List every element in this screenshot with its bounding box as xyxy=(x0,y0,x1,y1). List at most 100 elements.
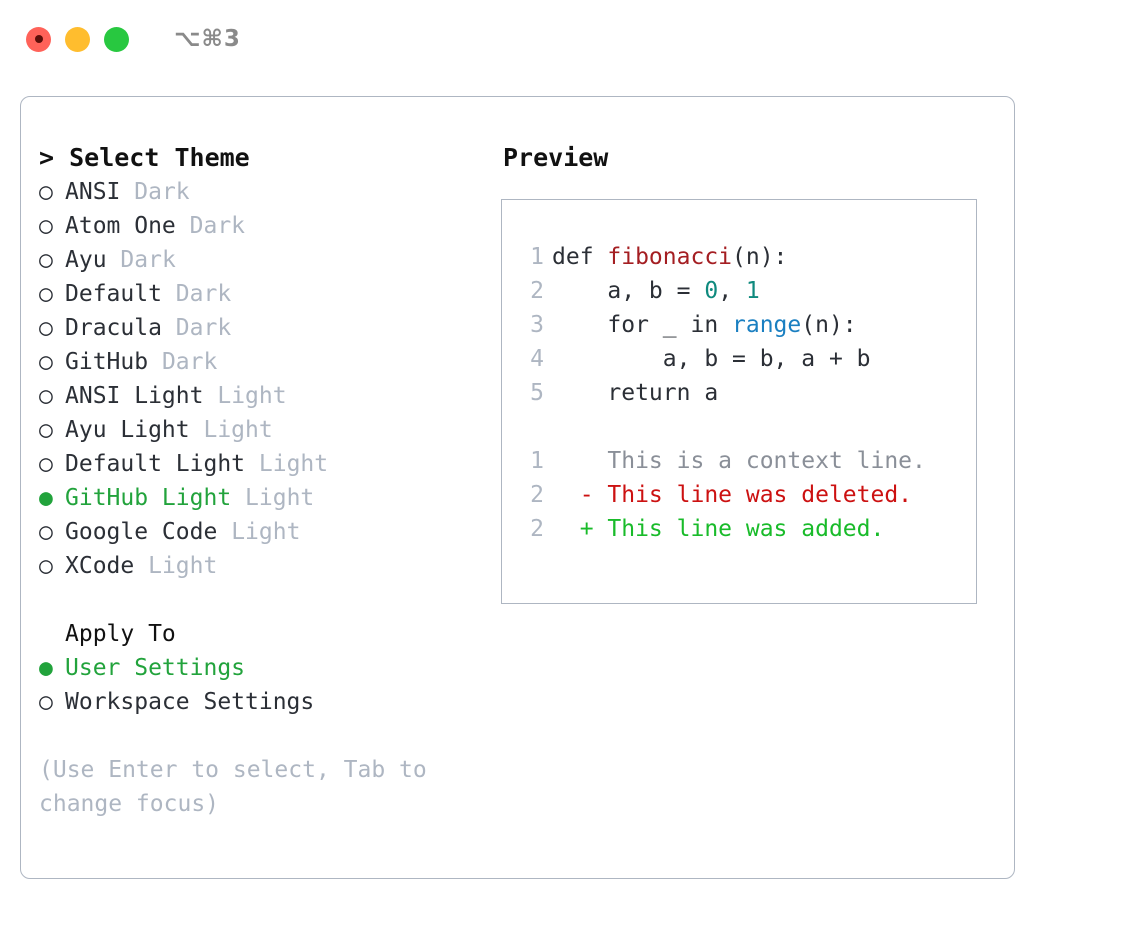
theme-name-label: GitHub Light xyxy=(65,485,232,511)
code-line: 1 def fibonacci(n): xyxy=(516,240,976,274)
line-number: 2 xyxy=(530,482,544,508)
code-token: range xyxy=(732,312,802,338)
theme-list-item[interactable]: ○ Default Dark xyxy=(39,277,501,311)
line-number: 2 xyxy=(530,278,544,304)
code-token: def xyxy=(552,244,608,270)
radio-unselected-icon: ○ xyxy=(39,417,53,443)
code-line: 3 for _ in range(n): xyxy=(516,308,976,342)
diff-marker xyxy=(552,448,607,474)
theme-list-item[interactable]: ● GitHub Light Light xyxy=(39,481,501,515)
keyboard-shortcut-label: ⌥⌘3 xyxy=(174,26,241,52)
theme-list-item[interactable]: ○ GitHub Dark xyxy=(39,345,501,379)
apply-to-label: User Settings xyxy=(65,655,246,681)
title-bar: ⌥⌘3 xyxy=(0,0,1140,78)
theme-variant-tag: Dark xyxy=(161,349,218,375)
theme-selector-panel: > Select Theme ○ANSI Dark○Atom One Dark○… xyxy=(20,96,1015,879)
diff-marker: + xyxy=(552,516,608,542)
theme-name-label: GitHub xyxy=(65,349,149,375)
line-number: 3 xyxy=(530,312,544,338)
apply-to-item[interactable]: ○ Workspace Settings xyxy=(39,685,501,719)
traffic-lights xyxy=(26,26,129,52)
diff-text: This line was deleted. xyxy=(607,482,913,508)
theme-list-header: > Select Theme xyxy=(39,143,250,172)
theme-name-label: Default xyxy=(65,281,162,307)
theme-list-column: > Select Theme ○ANSI Dark○Atom One Dark○… xyxy=(21,97,501,878)
theme-variant-tag: Light xyxy=(231,519,301,545)
preview-title: Preview xyxy=(503,143,609,172)
theme-list-item[interactable]: ○ Atom One Dark xyxy=(39,209,501,243)
theme-variant-tag: Light xyxy=(217,383,287,409)
minimize-button[interactable] xyxy=(65,26,90,52)
close-button[interactable] xyxy=(26,26,51,52)
code-token: 1 xyxy=(745,278,760,304)
radio-unselected-icon: ○ xyxy=(39,281,53,307)
zoom-button[interactable] xyxy=(104,26,129,52)
theme-list-item[interactable]: ○XCode Light xyxy=(39,549,501,583)
diff-marker: - xyxy=(552,482,608,508)
theme-variant-tag: Dark xyxy=(189,213,246,239)
code-token: (n): xyxy=(801,312,857,338)
code-token: a, b = xyxy=(552,278,705,304)
theme-list-item[interactable]: ○ANSI Dark xyxy=(39,175,501,209)
radio-unselected-icon: ○ xyxy=(39,179,53,205)
theme-list-item[interactable]: ○ Google Code Light xyxy=(39,515,501,549)
code-token: 0 xyxy=(704,278,719,304)
code-token: fibonacci xyxy=(607,244,733,270)
apply-to-item[interactable]: ●User Settings xyxy=(39,651,501,685)
radio-unselected-icon: ○ xyxy=(39,553,53,579)
code-line: 2 a, b = 0, 1 xyxy=(516,274,976,308)
theme-list-item[interactable]: ○ Dracula Dark xyxy=(39,311,501,345)
theme-name-label: Dracula xyxy=(65,315,162,341)
line-number: 5 xyxy=(530,380,544,406)
radio-unselected-icon: ○ xyxy=(39,451,53,477)
theme-name-label: Atom One xyxy=(65,213,176,239)
theme-name-label: Ayu xyxy=(65,247,107,273)
line-number: 4 xyxy=(530,346,544,372)
radio-unselected-icon: ○ xyxy=(39,383,53,409)
theme-name-label: ANSI Light xyxy=(65,383,204,409)
diff-text: This line was added. xyxy=(607,516,885,542)
theme-variant-tag: Light xyxy=(203,417,273,443)
theme-name-label: ANSI xyxy=(65,179,121,205)
theme-name-label: Google Code xyxy=(65,519,218,545)
radio-unselected-icon: ○ xyxy=(39,247,53,273)
theme-name-label: XCode xyxy=(65,553,135,579)
diff-text: This is a context line. xyxy=(607,448,926,474)
radio-unselected-icon: ○ xyxy=(39,519,53,545)
radio-unselected-icon: ○ xyxy=(39,689,53,715)
theme-variant-tag: Dark xyxy=(175,281,232,307)
code-token: for _ in xyxy=(552,312,733,338)
code-token: return a xyxy=(552,380,719,406)
theme-variant-tag: Light xyxy=(245,485,315,511)
spacer xyxy=(39,583,501,617)
theme-list: ○ANSI Dark○Atom One Dark○Ayu Dark○Defaul… xyxy=(39,175,501,583)
theme-list-item[interactable]: ○Default Light Light xyxy=(39,447,501,481)
theme-list-item[interactable]: ○ ANSI Light Light xyxy=(39,379,501,413)
apply-to-list: ●User Settings ○ Workspace Settings xyxy=(39,651,501,719)
code-line: 5 return a xyxy=(516,376,976,410)
radio-selected-icon: ● xyxy=(39,485,53,511)
theme-variant-tag: Light xyxy=(258,451,329,477)
line-number: 2 xyxy=(530,516,544,542)
code-token: a, b = b, a + b xyxy=(552,346,871,372)
line-number: 1 xyxy=(530,244,544,270)
line-number: 1 xyxy=(530,448,544,474)
apply-to-label: Workspace Settings xyxy=(65,689,315,715)
code-token: (n): xyxy=(732,244,788,270)
radio-unselected-icon: ○ xyxy=(39,315,53,341)
diff-sample: 1 This is a context line.2 - This line w… xyxy=(516,444,976,546)
theme-list-item[interactable]: ○Ayu Dark xyxy=(39,243,501,277)
theme-variant-tag: Dark xyxy=(175,315,232,341)
radio-unselected-icon: ○ xyxy=(39,213,53,239)
diff-line: 1 This is a context line. xyxy=(516,444,976,478)
theme-list-item[interactable]: ○Ayu Light Light xyxy=(39,413,501,447)
diff-line: 2 - This line was deleted. xyxy=(516,478,976,512)
diff-line: 2 + This line was added. xyxy=(516,512,976,546)
radio-unselected-icon: ○ xyxy=(39,349,53,375)
code-token: , xyxy=(718,278,746,304)
apply-to-header: Apply To xyxy=(65,621,176,647)
